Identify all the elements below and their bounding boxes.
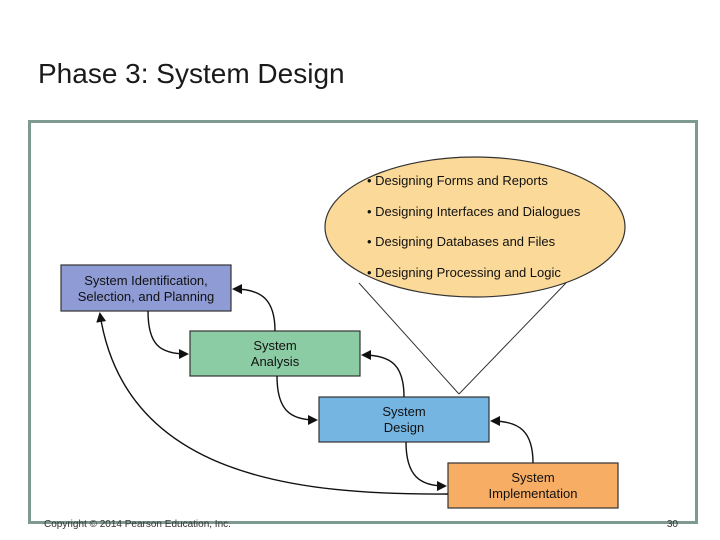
- footer-page-number: 30: [666, 519, 678, 530]
- arrow-analysis-to-planning: [232, 284, 276, 332]
- phase-label: Analysis: [251, 354, 300, 369]
- activity-item: • Designing Interfaces and Dialogues: [367, 204, 581, 219]
- phase-box-implementation: System Implementation: [447, 462, 619, 509]
- phase-label: System: [253, 338, 296, 353]
- phase-label: System Identification,: [84, 273, 208, 288]
- slide-title: Phase 3: System Design: [38, 58, 345, 89]
- arrow-implementation-to-planning: [96, 312, 449, 495]
- activity-item: • Designing Databases and Files: [367, 234, 556, 249]
- phase-label: Design: [384, 420, 424, 435]
- activity-item: • Designing Processing and Logic: [367, 265, 561, 280]
- activity-item: • Designing Forms and Reports: [367, 173, 548, 188]
- phase-label: System: [511, 470, 554, 485]
- arrow-implementation-to-design: [490, 416, 534, 464]
- phase-label: System: [382, 404, 425, 419]
- arrow-design-to-implementation: [405, 441, 447, 491]
- phase-box-rect: [318, 396, 490, 443]
- phase-label: Implementation: [489, 486, 578, 501]
- phase-box-analysis: System Analysis: [189, 330, 361, 377]
- phase-label: Selection, and Planning: [78, 289, 215, 304]
- phase-box-design: System Design: [318, 396, 490, 443]
- footer-copyright: Copyright © 2014 Pearson Education, Inc.: [44, 519, 231, 530]
- phase-box-rect: [60, 264, 232, 312]
- callout-line-right: [458, 282, 567, 395]
- phase-box-planning: System Identification, Selection, and Pl…: [60, 264, 232, 312]
- arrow-analysis-to-design: [276, 375, 318, 425]
- design-activities-callout: [324, 156, 626, 298]
- phase-box-rect: [189, 330, 361, 377]
- arrow-design-to-analysis: [361, 350, 405, 398]
- callout-line-left: [358, 282, 460, 395]
- arrow-planning-to-analysis: [147, 310, 189, 359]
